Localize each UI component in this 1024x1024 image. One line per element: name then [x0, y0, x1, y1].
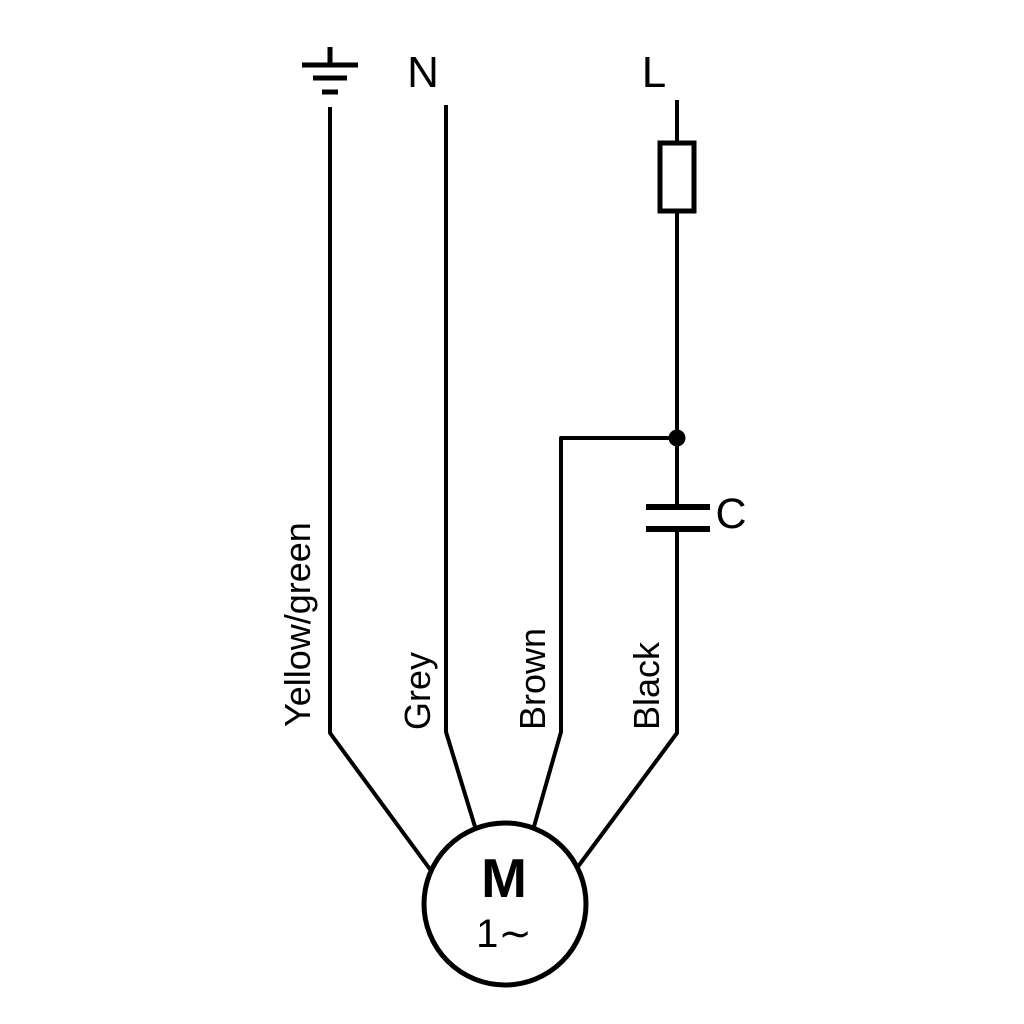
main-winding-wire — [531, 436, 677, 831]
neutral-wire-label: Grey — [397, 652, 438, 730]
main-wire-label: Brown — [512, 628, 553, 730]
motor-icon: M 1∼ — [421, 820, 589, 988]
motor-circle — [421, 820, 589, 988]
neutral-wire — [444, 105, 478, 831]
auxiliary-winding-wire — [572, 532, 679, 874]
auxiliary-wire-label: Black — [626, 641, 667, 730]
neutral-terminal-label: N — [407, 48, 439, 97]
motor-symbol-label: M — [481, 847, 527, 909]
junction-dot — [668, 429, 686, 447]
capacitor-label: C — [715, 490, 746, 538]
fuse-icon — [657, 140, 697, 214]
line-terminal-label: L — [642, 48, 666, 97]
ground-wire — [328, 107, 434, 874]
ground-wire-label: Yellow/green — [277, 522, 318, 727]
motor-phase-label: 1∼ — [476, 912, 532, 956]
capacitor-icon — [646, 504, 710, 532]
earth-ground-icon — [302, 47, 358, 95]
